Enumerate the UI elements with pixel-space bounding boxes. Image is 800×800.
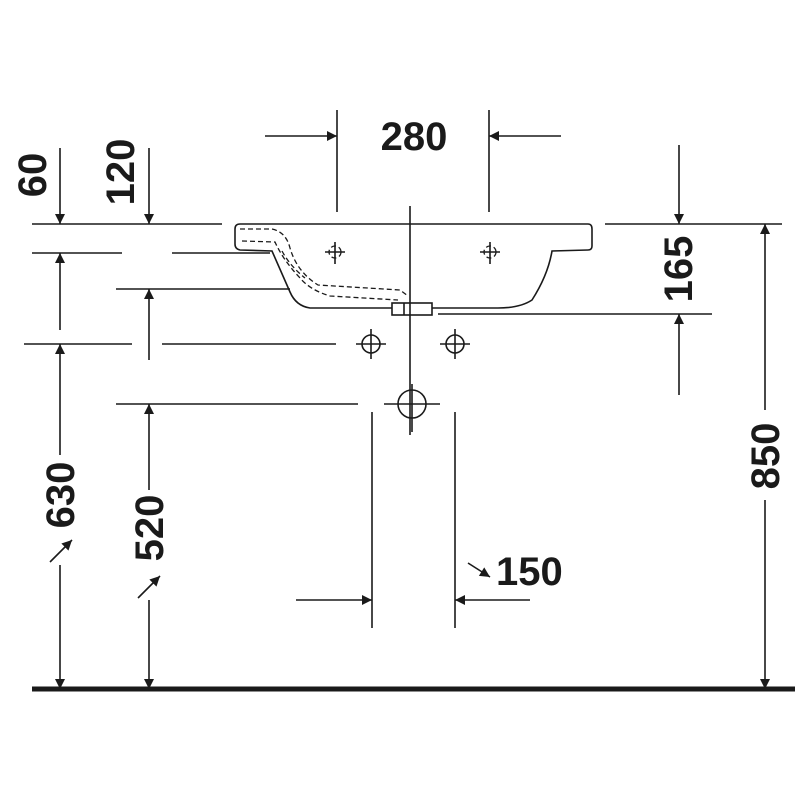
waste-connection: [384, 384, 440, 432]
dim-630-label: 630: [39, 462, 83, 529]
dim-150-label: 150: [496, 550, 563, 594]
dim-120-label: 120: [99, 139, 143, 206]
dim-165: 165: [657, 145, 701, 395]
dim-120: 120: [99, 139, 154, 360]
supply-connection-left: [356, 329, 386, 359]
dim-165-label: 165: [657, 236, 701, 303]
dim-520: 520: [128, 404, 172, 689]
dim-850: 850: [744, 224, 788, 689]
dim-630: 630: [39, 344, 83, 689]
dim-60: 60: [11, 148, 65, 330]
dim-520-label: 520: [128, 495, 172, 562]
extension-lines: [24, 110, 782, 628]
washbasin-side-view: [234, 223, 593, 316]
dim-150: 150: [296, 550, 563, 605]
supply-connection-right: [440, 329, 470, 359]
dim-280: 280: [265, 115, 561, 159]
dim-60-label: 60: [11, 153, 55, 198]
dim-280-label: 280: [381, 115, 448, 159]
dim-850-label: 850: [744, 423, 788, 490]
